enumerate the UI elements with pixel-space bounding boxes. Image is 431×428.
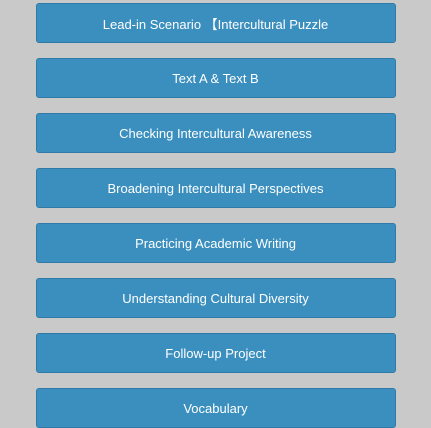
menu-button-label: Broadening Intercultural Perspectives	[107, 180, 324, 196]
menu-button-label: Text A & Text B	[172, 70, 259, 86]
menu-button-text-a-and-b[interactable]: Text A & Text B	[35, 58, 396, 98]
menu-button-label: Checking Intercultural Awareness	[119, 125, 312, 141]
menu-button-label: Lead-in Scenario 【Intercultural Puzzle	[102, 16, 329, 32]
menu-button-cultural-diversity[interactable]: Understanding Cultural Diversity	[35, 278, 396, 318]
menu-button-label: Practicing Academic Writing	[135, 235, 296, 251]
menu-button-checking-awareness[interactable]: Checking Intercultural Awareness	[35, 113, 396, 153]
menu-button-broadening-perspectives[interactable]: Broadening Intercultural Perspectives	[35, 168, 396, 208]
menu-button-lead-in-scenario[interactable]: Lead-in Scenario 【Intercultural Puzzle	[35, 3, 396, 43]
menu-button-label: Understanding Cultural Diversity	[122, 290, 309, 306]
menu-button-follow-up-project[interactable]: Follow-up Project	[35, 333, 396, 373]
menu-button-academic-writing[interactable]: Practicing Academic Writing	[35, 223, 396, 263]
menu-button-vocabulary[interactable]: Vocabulary	[35, 388, 396, 428]
menu-button-label: Follow-up Project	[165, 345, 266, 361]
menu-button-label: Vocabulary	[183, 400, 248, 416]
